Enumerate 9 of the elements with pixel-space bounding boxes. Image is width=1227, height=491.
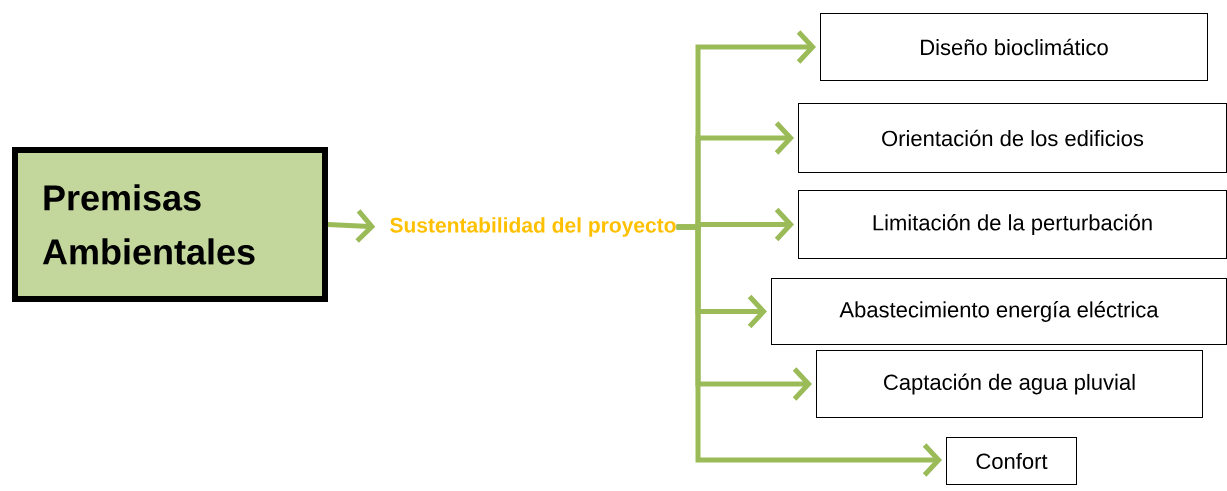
text-box: Abastecimiento energía eléctrica — [771, 278, 1227, 345]
title-box: Premisas Ambientales — [12, 147, 328, 302]
text-label: Sustentabilidad del proyecto — [390, 217, 676, 237]
text-box: Diseño bioclimático — [820, 13, 1208, 81]
text-box: Captación de agua pluvial — [816, 350, 1203, 418]
text-box: Confort — [946, 437, 1077, 485]
text-box: Limitación de la perturbación — [798, 190, 1227, 259]
text-box: Orientación de los edificios — [798, 103, 1227, 173]
arrow — [676, 224, 942, 477]
